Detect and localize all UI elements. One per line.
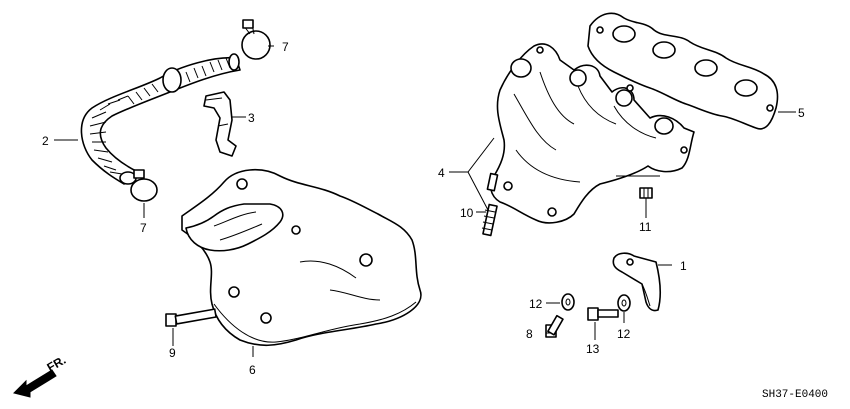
hose-bracket-part [203,91,237,157]
callout-8: 8 [526,327,533,341]
washer-12-right-part [617,294,631,312]
callout-2: 2 [42,134,49,148]
callout-7-upper: 7 [282,40,289,54]
callout-labels: 1 2 3 4 5 6 7 7 8 9 10 11 12 12 13 [42,40,805,377]
callout-10: 10 [460,206,474,220]
callout-4: 4 [438,166,445,180]
callout-6: 6 [249,363,256,377]
washer-12-left-part [561,293,575,311]
callout-12-left: 12 [529,297,543,311]
diagram-code: SH37-E0400 [762,389,828,401]
callout-9: 9 [169,346,176,360]
callout-12-right: 12 [617,327,631,341]
stud-bolt-part [481,172,499,237]
intake-hose-part [80,53,241,185]
callout-1: 1 [680,259,687,273]
callout-11: 11 [639,220,652,234]
flange-bolt-9-part [165,308,217,327]
support-bracket-part [612,252,661,312]
hose-clamp-lower-part [130,169,158,202]
flange-bolt-8-part [545,314,564,338]
front-direction-label: FR. [45,353,69,375]
manifold-nut-part [639,187,653,199]
callout-13: 13 [586,342,600,356]
callout-5: 5 [798,106,805,120]
heat-shield-part [181,168,422,347]
callout-3: 3 [248,111,255,125]
hose-clamp-upper-part [241,19,271,60]
manifold-gasket-part [587,12,779,130]
front-direction-indicator: FR. [13,353,69,398]
leader-lines [54,45,796,357]
flange-bolt-13-part [587,307,619,321]
exhaust-manifold-part [489,43,695,224]
callout-7-lower: 7 [140,221,147,235]
front-arrow-icon [13,369,57,398]
